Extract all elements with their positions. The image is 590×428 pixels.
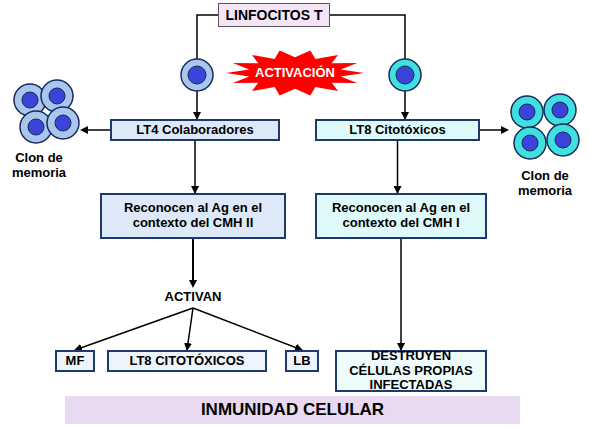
connector-arrow <box>400 239 402 350</box>
target-box: LB <box>285 350 319 372</box>
starburst-fill <box>226 51 364 96</box>
clone-label: Clon de memoria <box>506 168 584 198</box>
node-text: MF <box>66 354 85 369</box>
node-text: LB <box>293 354 310 369</box>
node-text: LINFOCITOS T <box>226 7 323 23</box>
connector-arrow <box>194 141 196 193</box>
memory-clone-right <box>511 94 579 159</box>
process-box: Reconocen al Ag en el contexto del CMH I <box>315 193 487 239</box>
process-box: Reconocen al Ag en el contexto del CMH I… <box>100 193 286 239</box>
node-text: DESTRUYEN CÉLULAS PROPIAS INFECTADAS <box>343 349 479 394</box>
t-cell-helper <box>181 59 213 91</box>
result-box: DESTRUYEN CÉLULAS PROPIAS INFECTADAS <box>335 350 487 392</box>
process-box: LT8 Citotóxicos <box>315 119 480 141</box>
target-box: LT8 CITOTÓXICOS <box>107 350 267 372</box>
node-text: ACTIVACIÓN <box>255 66 335 81</box>
memory-clone-left <box>14 80 79 143</box>
node-text: LT4 Colaboradores <box>136 123 254 138</box>
target-box: MF <box>55 350 95 372</box>
clone-label: Clon de memoria <box>0 150 78 180</box>
conclusion-band: INMUNIDAD CELULAR <box>65 396 520 424</box>
node-text: INMUNIDAD CELULAR <box>201 400 384 420</box>
node-text: LT8 Citotóxicos <box>349 123 446 138</box>
action-label: ACTIVAN <box>153 289 233 304</box>
activation-starburst: ACTIVACIÓN <box>226 50 364 96</box>
title-box: LINFOCITOS T <box>218 3 330 27</box>
process-box: LT4 Colaboradores <box>110 119 280 141</box>
node-text: Reconocen al Ag en el contexto del CMH I… <box>110 201 276 231</box>
node-text: Reconocen al Ag en el contexto del CMH I <box>325 201 477 231</box>
node-text: LT8 CITOTÓXICOS <box>129 354 244 369</box>
t-cell-cytotoxic <box>389 59 421 91</box>
trunk-arrow-head <box>189 280 197 288</box>
connector-arrow <box>397 141 399 193</box>
